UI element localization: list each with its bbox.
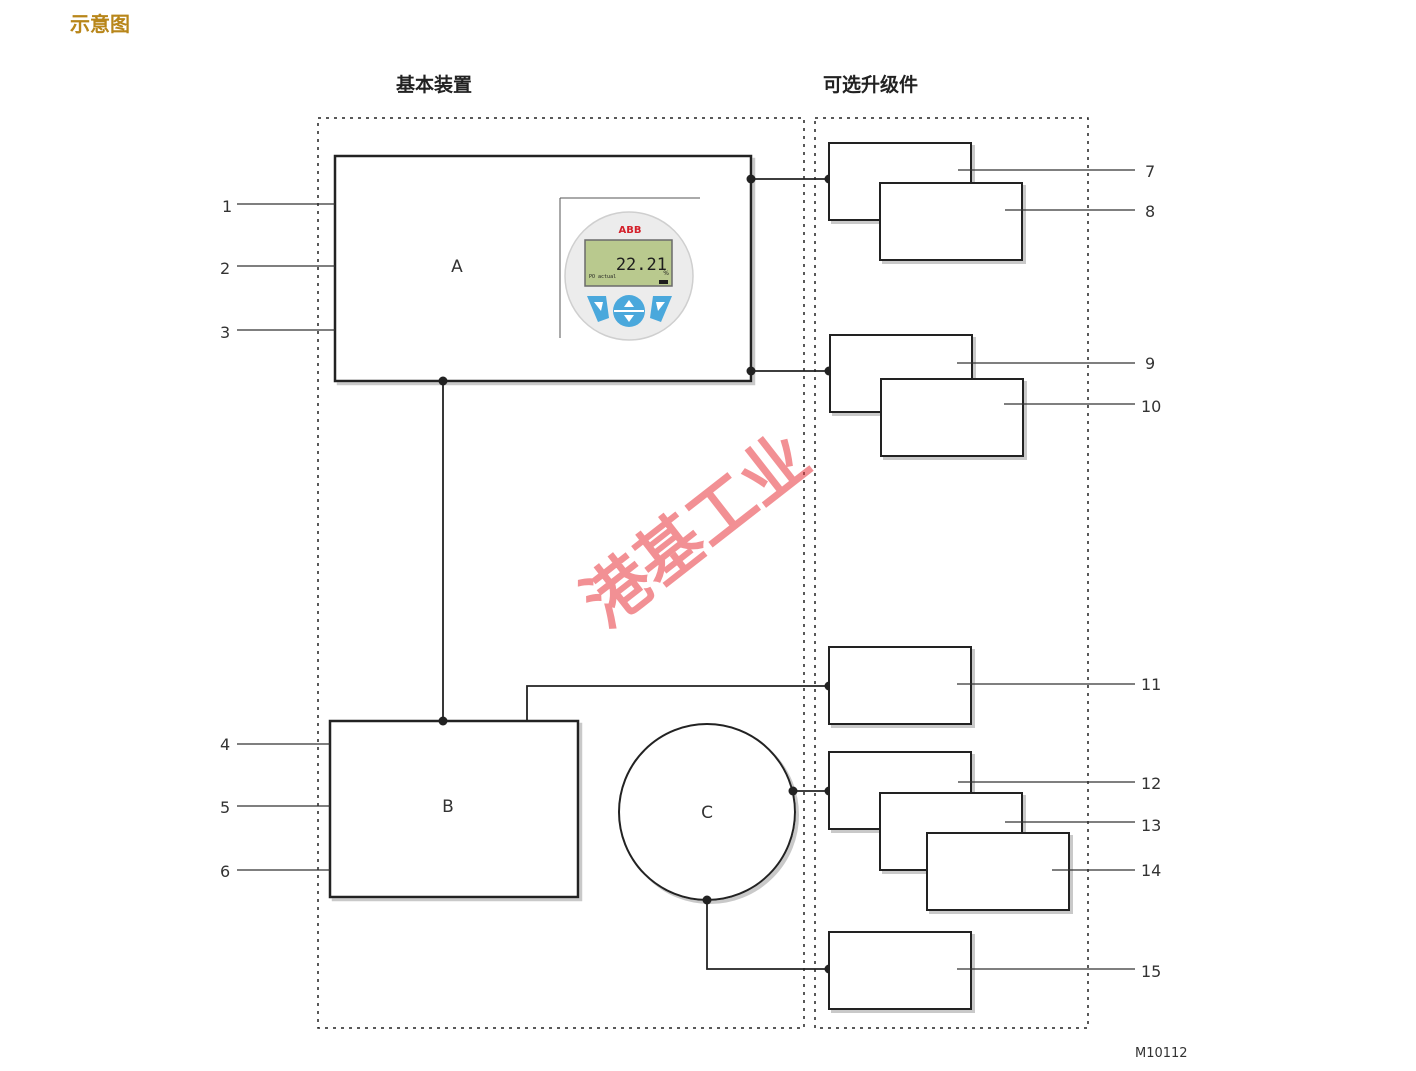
callout-numbers: 1 2 3 4 5 6 7 8 9 10 11 12 13 14 15 [220,162,1161,981]
callout-15: 15 [1141,962,1161,981]
option-box-15 [828,931,972,1010]
document-code: M10112 [1135,1046,1188,1061]
right-arrow-icon [656,302,665,311]
down-arrow-icon [624,315,634,322]
page-title: 示意图 [70,12,130,36]
callout-12: 12 [1141,774,1161,793]
callout-7: 7 [1145,162,1155,181]
section-title-basic: 基本装置 [396,74,473,96]
callout-6: 6 [220,862,230,881]
left-arrow-icon [594,302,603,311]
callout-3: 3 [220,323,230,342]
basic-unit-frame [317,117,805,1029]
connection-lines [442,178,829,970]
callout-leaders [237,169,1135,970]
optional-upgrade-frame [814,117,1089,1029]
keypad-left-button[interactable] [587,296,609,322]
lcd-sub-label: PO actual [589,274,616,280]
lcd-unit: % [663,270,669,277]
option-box-8 [879,182,1023,261]
unit-a-label: A [451,257,463,277]
callout-11: 11 [1141,675,1161,694]
callout-8: 8 [1145,202,1155,221]
keypad-right-button[interactable] [650,296,672,322]
section-title-optional: 可选升级件 [823,74,919,96]
lcd-reading: 22.21 [616,255,667,275]
callout-9: 9 [1145,354,1155,373]
option-box-11 [828,646,972,725]
optional-modules [828,142,1070,1010]
up-arrow-icon [624,300,634,307]
callout-10: 10 [1141,397,1161,416]
callout-14: 14 [1141,861,1161,880]
display-module: ABB 22.21 % PO actual [559,197,700,341]
unit-c-label: C [701,803,713,823]
option-box-10 [880,378,1024,457]
callout-13: 13 [1141,816,1161,835]
callout-2: 2 [220,259,230,278]
option-box-14 [926,832,1070,911]
watermark: 港基工业 [568,419,823,642]
callout-5: 5 [220,798,230,817]
lcd-screen [584,239,673,287]
callout-1: 1 [222,197,232,216]
unit-b-box [328,719,580,899]
unit-b-label: B [442,797,454,817]
callout-4: 4 [220,735,230,754]
abb-logo: ABB [619,225,642,236]
